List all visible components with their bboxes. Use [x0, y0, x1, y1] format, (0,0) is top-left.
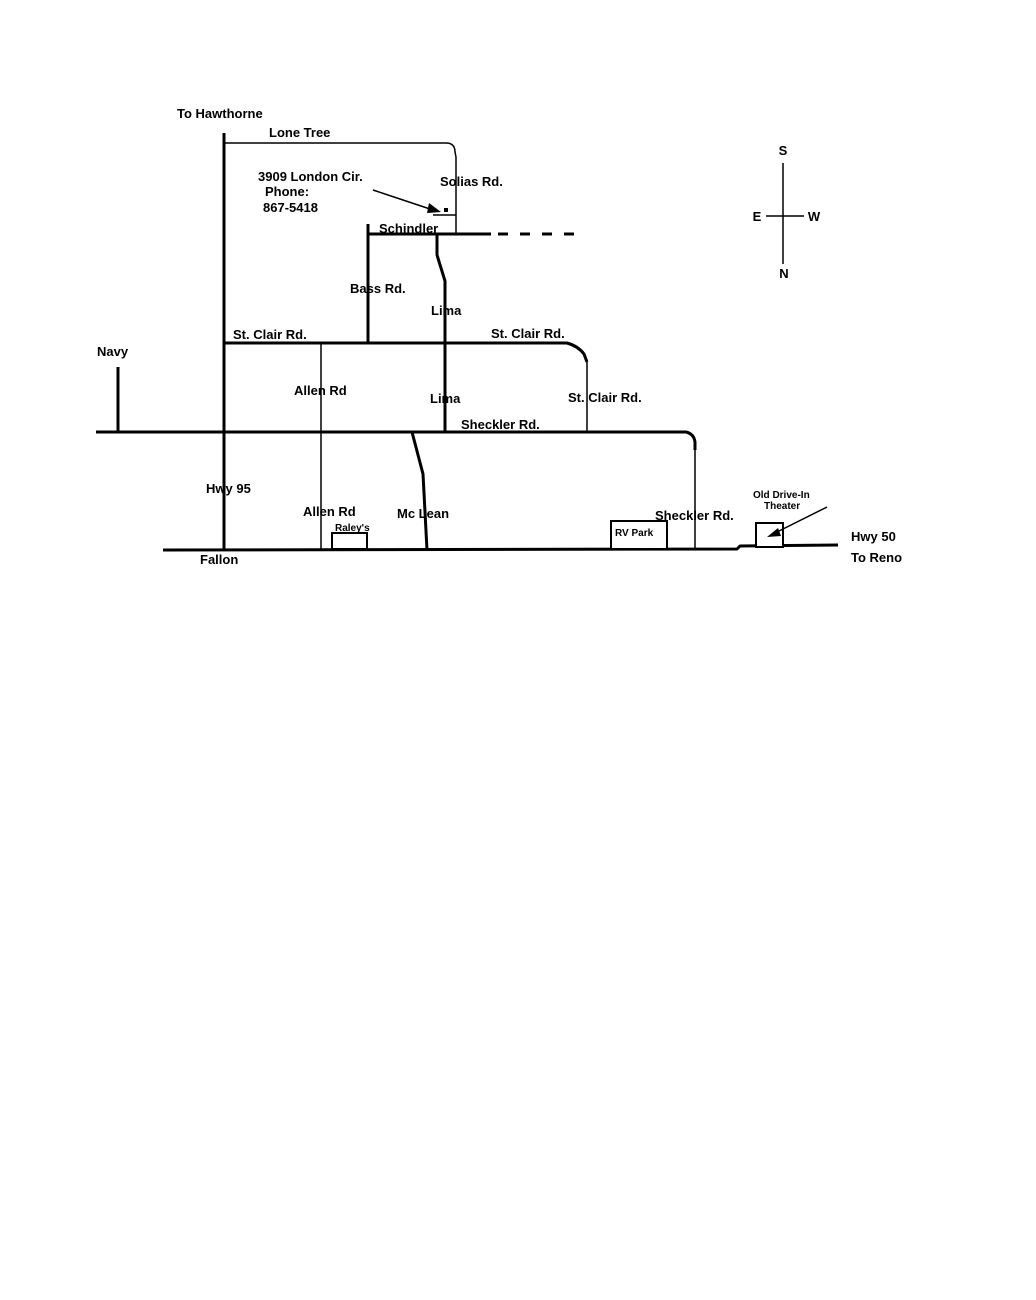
allen-lower-label: Allen Rd [303, 504, 356, 519]
address-label: 3909 London Cir. [258, 169, 363, 184]
mclean-road [410, 431, 429, 551]
hwy-95-label: Hwy 95 [206, 481, 251, 496]
sheckler-vertical-label: Sheckler Rd. [655, 508, 734, 523]
theater-label: Theater [764, 501, 800, 512]
compass-bottom-label: N [779, 266, 788, 281]
rv-park-label: RV Park [615, 528, 654, 539]
st-clair-right-label: St. Clair Rd. [491, 326, 565, 341]
st-clair-vertical-label: St. Clair Rd. [568, 390, 642, 405]
rv-park-building [610, 520, 668, 550]
compass-left-label: E [753, 209, 762, 224]
lima-lower-label: Lima [430, 391, 461, 406]
allen-upper-label: Allen Rd [294, 383, 347, 398]
compass-top-label: S [779, 143, 788, 158]
to-hawthorne-label: To Hawthorne [177, 106, 263, 121]
lima-upper-label: Lima [431, 303, 462, 318]
old-drive-in-label: Old Drive-In [753, 490, 810, 501]
house-arrow-head [427, 203, 441, 213]
solias-label: Solias Rd. [440, 174, 503, 189]
compass-right-label: W [808, 209, 821, 224]
theater-arrow-head [767, 528, 781, 537]
lima-road-upper [435, 234, 447, 343]
bass-label: Bass Rd. [350, 281, 406, 296]
sheckler-road [96, 430, 697, 450]
navy-label: Navy [97, 344, 129, 359]
house-arrow-line [372, 189, 434, 211]
fallon-label: Fallon [200, 552, 238, 567]
schindler-label: Schindler [379, 221, 438, 236]
st-clair-road [224, 341, 589, 363]
phone-number: 867-5418 [263, 200, 318, 215]
to-reno-label: To Reno [851, 550, 902, 565]
st-clair-left-label: St. Clair Rd. [233, 327, 307, 342]
hwy-50-road [162, 543, 839, 552]
lone-tree-label: Lone Tree [269, 125, 330, 140]
theater-arrow-line [772, 506, 828, 535]
lone-tree-road [224, 142, 457, 158]
phone-label: Phone: [265, 184, 309, 199]
raleys-building [331, 532, 368, 550]
hwy-50-label: Hwy 50 [851, 529, 896, 544]
sheckler-label: Sheckler Rd. [461, 417, 540, 432]
house-marker [444, 208, 448, 212]
mclean-label: Mc Lean [397, 506, 449, 521]
raleys-label: Raley's [335, 523, 370, 534]
